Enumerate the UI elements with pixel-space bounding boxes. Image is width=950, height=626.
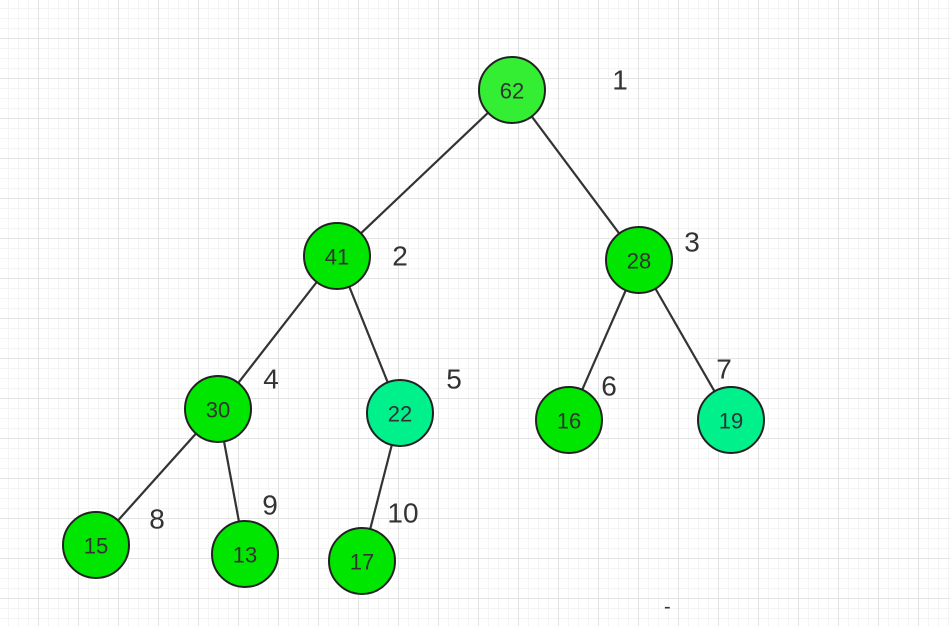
node-circle: [184, 375, 252, 443]
tree-node-9: 13: [211, 520, 279, 588]
node-circle: [605, 226, 673, 294]
node-circle: [535, 386, 603, 454]
node-value: 22: [388, 402, 412, 427]
node-value: 13: [233, 543, 257, 568]
edge-n1-n2: [336, 89, 513, 257]
indices-layer: 1 2 3 4 5 6 7 8 9 10: [149, 65, 732, 535]
tree-node-1: 62: [478, 56, 546, 124]
node-index-label: 4: [263, 364, 279, 395]
node-index-label: 9: [262, 490, 278, 521]
node-circle: [211, 520, 279, 588]
stray-mark: -: [664, 596, 671, 618]
node-circle: [366, 379, 434, 447]
node-index-label: 8: [149, 504, 165, 535]
node-value: 19: [719, 409, 743, 434]
node-circle: [478, 56, 546, 124]
node-circle: [303, 222, 371, 290]
node-value: 28: [627, 249, 651, 274]
tree-node-4: 30: [184, 375, 252, 443]
node-value: 17: [350, 550, 374, 575]
node-index-label: 6: [601, 371, 617, 402]
node-index-label: 7: [716, 354, 732, 385]
tree-node-5: 22: [366, 379, 434, 447]
node-circle: [62, 511, 130, 579]
node-value: 15: [84, 534, 108, 559]
node-circle: [328, 527, 396, 595]
edge-n1-n3: [511, 89, 640, 261]
node-value: 62: [500, 79, 524, 104]
node-index-label: 10: [387, 498, 418, 529]
node-index-label: 2: [392, 241, 408, 272]
tree-node-7: 19: [697, 386, 765, 454]
edges-layer: [95, 89, 732, 562]
node-circle: [697, 386, 765, 454]
tree-node-10: 17: [328, 527, 396, 595]
node-index-label: 5: [446, 364, 462, 395]
node-value: 41: [325, 245, 349, 270]
node-index-label: 1: [612, 65, 628, 96]
node-index-label: 3: [684, 227, 700, 258]
tree-node-6: 16: [535, 386, 603, 454]
tree-node-2: 41: [303, 222, 371, 290]
tree-node-3: 28: [605, 226, 673, 294]
node-value: 30: [206, 398, 230, 423]
tree-node-8: 15: [62, 511, 130, 579]
node-value: 16: [557, 409, 581, 434]
